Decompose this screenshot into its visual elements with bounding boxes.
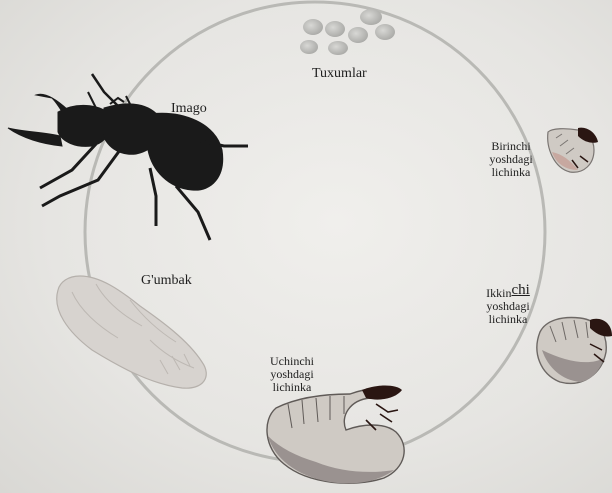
pupa-icon [57,276,207,388]
third-instar-larva-icon [267,386,404,484]
egg-cluster-icon [300,9,395,55]
egg [328,41,348,55]
egg [360,9,382,25]
second-instar-label-prefix: Ikkin [486,286,511,300]
second-instar-label-line1: Ikkinchi [472,284,544,300]
second-instar-label-mark: chi [512,282,530,298]
second-instar-larva-icon [537,318,612,384]
egg [348,27,368,43]
third-instar-label: Uchinchi yoshdagi lichinka [260,355,324,394]
stag-beetle-icon [8,74,248,240]
eggs-label: Tuxumlar [312,67,367,80]
first-instar-label-line3: lichinka [478,166,544,179]
third-instar-label-line3: lichinka [260,381,324,394]
adult-label: Imago [171,102,207,115]
first-instar-label: Birinchi yoshdagi lichinka [478,140,544,179]
second-instar-label-line3: lichinka [472,313,544,326]
pupa-label: G'umbak [141,274,192,287]
egg [303,19,323,35]
second-instar-label: Ikkinchi yoshdagi lichinka [472,284,544,326]
egg [375,24,395,40]
egg [300,40,318,54]
first-instar-larva-icon [548,128,598,173]
egg [325,21,345,37]
